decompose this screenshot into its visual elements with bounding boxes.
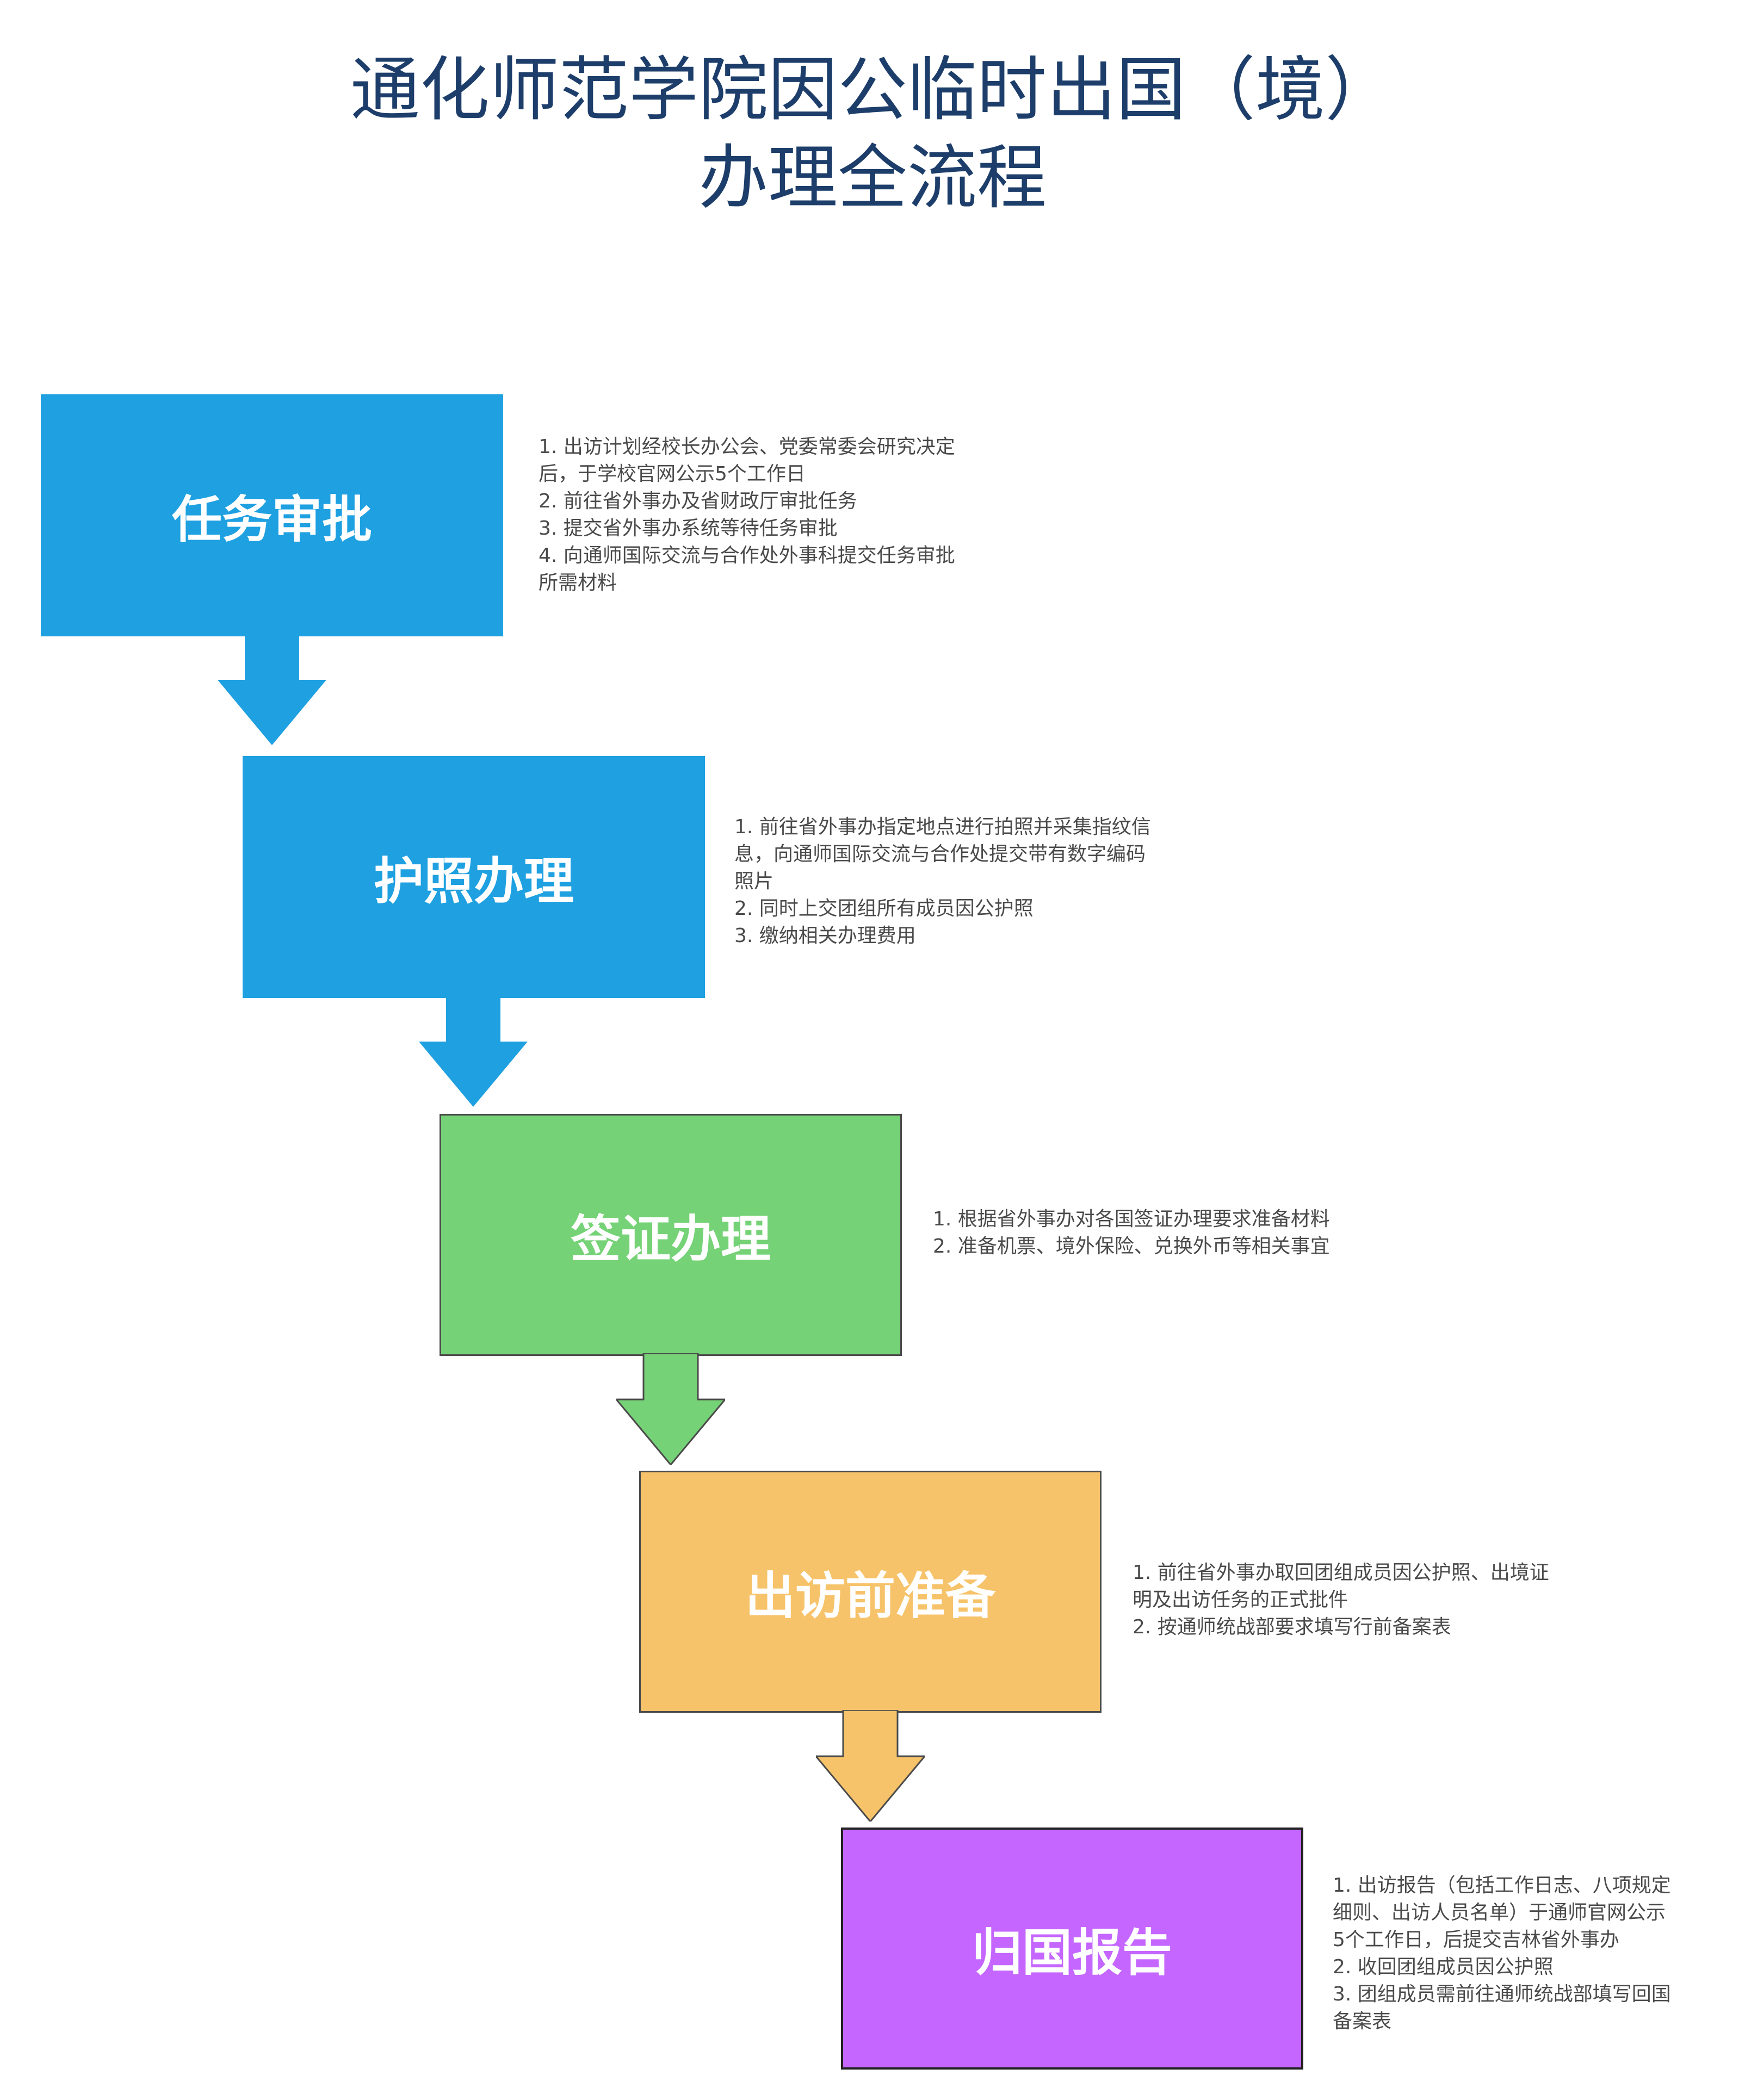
note-line: 息，向通师国际交流与合作处提交带有数字编码 <box>734 843 1146 865</box>
step-label: 护照办理 <box>373 852 574 910</box>
note-line: 2. 收回团组成员因公护照 <box>1333 1956 1554 1978</box>
note-line: 5个工作日，后提交吉林省外事办 <box>1333 1929 1619 1951</box>
note-line: 后，于学校官网公示5个工作日 <box>539 463 806 485</box>
down-arrow-icon <box>816 1710 925 1822</box>
step-box-task-approval: 任务审批 <box>41 394 503 636</box>
note-line: 2. 准备机票、境外保险、兑换外币等相关事宜 <box>933 1235 1330 1257</box>
title-line-1: 通化师范学院因公临时出国（境） <box>350 49 1395 131</box>
down-arrow-icon <box>419 995 528 1107</box>
note-line: 3. 提交省外事办系统等待任务审批 <box>539 517 838 540</box>
note-line: 1. 出访报告（包括工作日志、八项规定 <box>1333 1874 1671 1897</box>
step-notes-passport: 1. 前往省外事办指定地点进行拍照并采集指纹信 息，向通师国际交流与合作处提交带… <box>734 814 1151 950</box>
note-line: 2. 按通师统战部要求填写行前备案表 <box>1133 1616 1451 1638</box>
step-notes-return-report: 1. 出访报告（包括工作日志、八项规定 细则、出访人员名单）于通师官网公示 5个… <box>1333 1872 1671 2035</box>
step-notes-task-approval: 1. 出访计划经校长办公会、党委常委会研究决定 后，于学校官网公示5个工作日 2… <box>539 433 955 597</box>
step-label: 任务审批 <box>171 491 372 549</box>
step-label: 签证办理 <box>570 1210 771 1268</box>
note-line: 明及出访任务的正式批件 <box>1133 1589 1348 1611</box>
note-line: 照片 <box>734 870 774 893</box>
step-notes-visa: 1. 根据省外事办对各国签证办理要求准备材料 2. 准备机票、境外保险、兑换外币… <box>933 1206 1330 1260</box>
note-line: 1. 出访计划经校长办公会、党委常委会研究决定 <box>539 436 955 458</box>
note-line: 1. 前往省外事办取回团组成员因公护照、出境证 <box>1133 1562 1549 1584</box>
note-line: 细则、出访人员名单）于通师官网公示 <box>1333 1901 1666 1924</box>
step-notes-pre-departure: 1. 前往省外事办取回团组成员因公护照、出境证 明及出访任务的正式批件 2. 按… <box>1133 1559 1549 1641</box>
page-title: 通化师范学院因公临时出国（境） 办理全流程 <box>0 46 1745 222</box>
note-line: 2. 同时上交团组所有成员因公护照 <box>734 897 1034 920</box>
note-line: 1. 根据省外事办对各国签证办理要求准备材料 <box>933 1208 1330 1230</box>
note-line: 4. 向通师国际交流与合作处外事科提交任务审批 <box>539 544 955 567</box>
title-line-2: 办理全流程 <box>698 138 1047 219</box>
note-line: 3. 缴纳相关办理费用 <box>734 925 916 947</box>
note-line: 3. 团组成员需前往通师统战部填写回国 <box>1333 1983 1671 2005</box>
step-box-passport: 护照办理 <box>243 756 705 998</box>
note-line: 2. 前往省外事办及省财政厅审批任务 <box>539 490 857 512</box>
down-arrow-icon <box>218 634 326 745</box>
step-box-visa: 签证办理 <box>440 1114 902 1356</box>
note-line: 备案表 <box>1333 2010 1392 2033</box>
step-box-return-report: 归国报告 <box>841 1828 1303 2070</box>
step-label: 出访前准备 <box>745 1567 995 1625</box>
down-arrow-icon <box>616 1353 725 1465</box>
note-line: 所需材料 <box>539 572 617 594</box>
step-box-pre-departure: 出访前准备 <box>639 1471 1102 1713</box>
step-label: 归国报告 <box>971 1924 1172 1982</box>
note-line: 1. 前往省外事办指定地点进行拍照并采集指纹信 <box>734 816 1151 838</box>
